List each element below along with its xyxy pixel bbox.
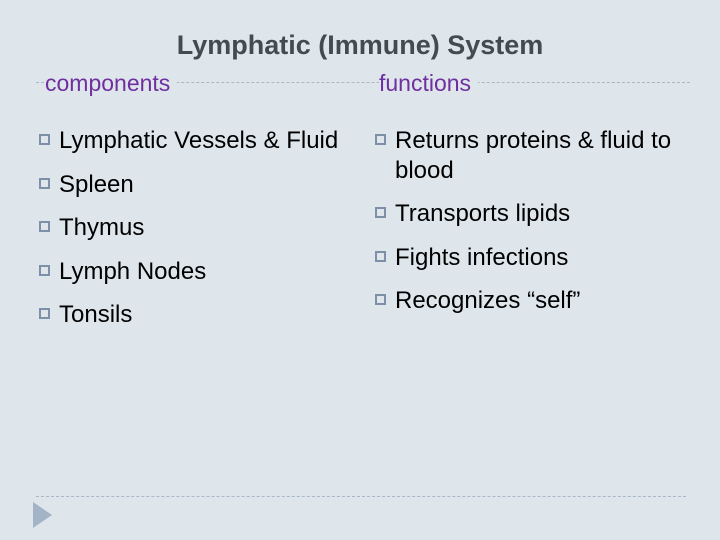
square-bullet-icon [375, 134, 386, 145]
list-item-label: Transports lipids [395, 200, 571, 227]
functions-list: Returns proteins & fluid to blood Transp… [374, 126, 704, 316]
components-list: Lymphatic Vessels & Fluid Spleen Thymus … [38, 126, 368, 330]
list-item-label: Spleen [59, 170, 134, 198]
square-bullet-icon [375, 250, 386, 262]
list-item-label: Lymph Nodes [59, 257, 207, 285]
square-bullet-icon [375, 207, 386, 218]
list-item: Lymph Nodes [38, 257, 368, 287]
column-heading-functions: functions [379, 68, 479, 99]
list-item-label: Thymus [59, 214, 145, 241]
column-headers: components functions [36, 68, 690, 102]
functions-column: Returns proteins & fluid to blood Transp… [374, 126, 704, 316]
list-item-label: Lymphatic Vessels & Fluid [59, 127, 339, 154]
square-bullet-icon [39, 264, 50, 276]
list-item: Spleen [38, 170, 368, 200]
page-title: Lymphatic (Immune) System [176, 30, 544, 60]
list-item: Fights infections [374, 243, 704, 273]
square-bullet-icon [39, 308, 50, 319]
list-item: Returns proteins & fluid to blood [374, 126, 704, 185]
square-bullet-icon [39, 177, 50, 189]
list-item-label: Tonsils [59, 301, 133, 328]
footer-divider-rule [36, 496, 686, 497]
header-divider-rule [36, 82, 690, 83]
square-bullet-icon [375, 294, 386, 305]
play-triangle-icon [33, 502, 52, 528]
list-item-label: Fights infections [395, 243, 569, 271]
column-heading-components: components [45, 68, 178, 99]
list-item-label: Returns proteins & fluid to blood [395, 127, 672, 184]
components-column: Lymphatic Vessels & Fluid Spleen Thymus … [38, 126, 368, 330]
list-item: Recognizes “self” [374, 286, 704, 316]
list-item: Thymus [38, 213, 368, 243]
list-item: Transports lipids [374, 199, 704, 229]
square-bullet-icon [39, 134, 50, 145]
list-item: Lymphatic Vessels & Fluid [38, 126, 368, 156]
list-item-label: Recognizes “self” [395, 287, 581, 314]
square-bullet-icon [39, 221, 50, 232]
list-item: Tonsils [38, 300, 368, 330]
